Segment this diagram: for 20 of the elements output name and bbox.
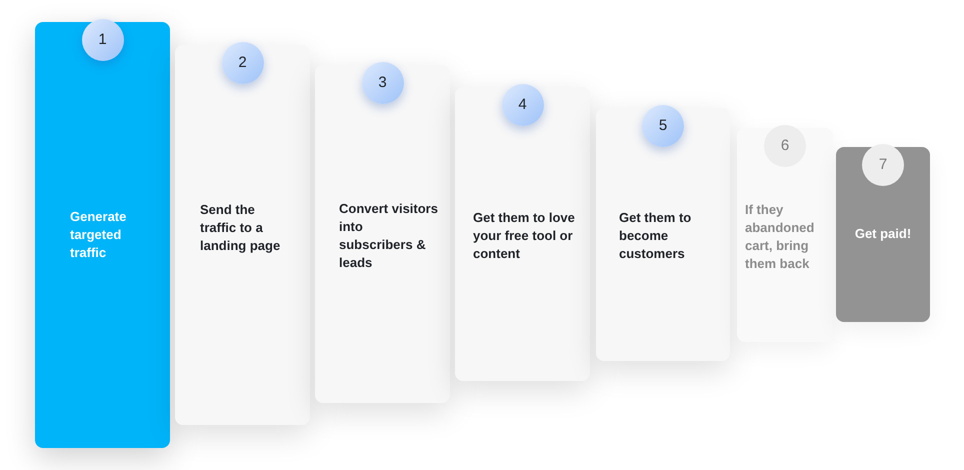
step-number-badge: 1 [82, 19, 124, 61]
step-card [175, 45, 310, 425]
step-text: Get them to love your free tool or content [473, 209, 576, 263]
step-number-badge: 4 [502, 84, 544, 126]
step-number-badge: 2 [222, 42, 264, 84]
step-text: Get them to become customers [619, 209, 692, 263]
step-number-badge: 7 [862, 144, 904, 186]
step-card [455, 87, 590, 381]
step-card [35, 22, 170, 448]
step-number-badge: 6 [764, 125, 806, 167]
step-card [836, 147, 930, 322]
step-number-badge: 5 [642, 105, 684, 147]
step-card [596, 108, 730, 361]
step-text: Convert visitors into subscribers & leads [339, 200, 439, 272]
step-card [315, 65, 450, 403]
step-text: Send the traffic to a landing page [200, 201, 282, 255]
step-text: Get paid! [854, 225, 912, 243]
step-text: Generate targeted traffic [70, 208, 128, 262]
step-text: If they abandoned cart, bring them back [745, 201, 816, 273]
step-number-badge: 3 [362, 62, 404, 104]
